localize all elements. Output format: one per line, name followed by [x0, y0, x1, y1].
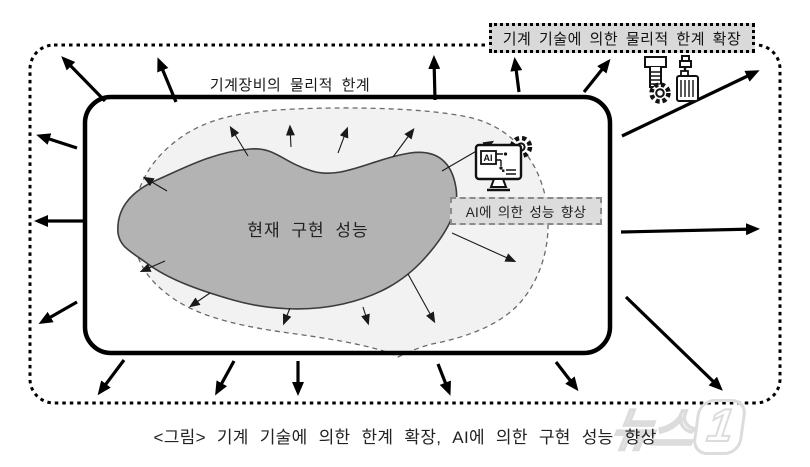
ai-boost-label-box: AI에 의한 성능 향상	[450, 197, 602, 225]
outer-dashed-boundary	[28, 43, 782, 405]
current-performance-blob	[117, 148, 458, 310]
machine-limit-rect	[82, 94, 613, 356]
ai-monitor-icon: AI	[474, 135, 533, 192]
figure-caption: <그림> 기계 기술에 의한 한계 확장, AI에 의한 구현 성능 향상	[153, 428, 657, 447]
current-performance-label: 현재 구현 성능	[247, 221, 369, 240]
machine-tools-icon	[644, 55, 699, 104]
machine-expand-label: 기계 기술에 의한 물리적 한계 확장	[502, 30, 742, 48]
ai-chip-text: AI	[484, 153, 493, 163]
machine-expansion-arrows	[34, 55, 760, 396]
machine-limit-label: 기계장비의 물리적 한계	[209, 77, 371, 94]
machine-expand-label-box: 기계 기술에 의한 물리적 한계 확장	[489, 23, 755, 53]
ai-boost-label: AI에 의한 성능 향상	[465, 205, 587, 220]
